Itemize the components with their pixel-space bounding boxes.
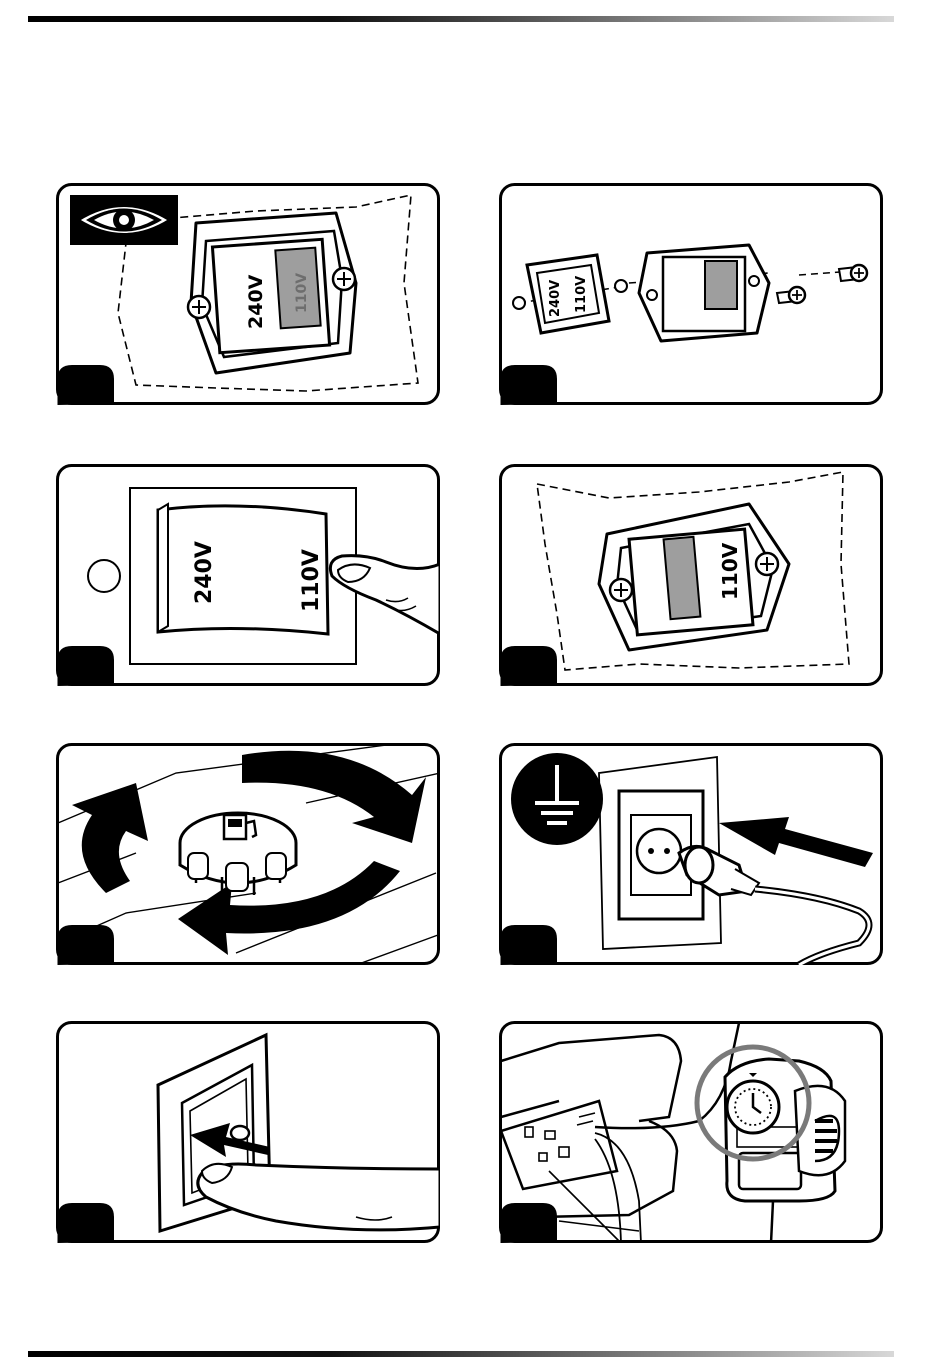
step-tab — [58, 1203, 115, 1243]
top-rule — [28, 16, 894, 22]
voltage-selector: 240V 110V — [158, 504, 328, 634]
panel-2-fuse-exploded: 240V 110V — [499, 183, 883, 405]
removed-fuse-carrier: 240V 110V — [527, 255, 609, 333]
label-110v: 110V — [299, 549, 324, 612]
step-tab — [501, 925, 558, 965]
label-110v: 110V — [574, 276, 589, 313]
panel-5-fuel-cap — [56, 743, 440, 965]
eye-icon — [70, 195, 178, 245]
step-tab — [501, 1203, 558, 1243]
bottom-rule — [28, 1351, 894, 1357]
label-240v: 240V — [245, 274, 267, 329]
step-tab — [58, 925, 115, 965]
fuse-housing — [639, 245, 769, 341]
label-110v-faded: 110V — [294, 273, 310, 313]
step-tab — [501, 365, 558, 405]
label-240v: 240V — [548, 280, 563, 317]
panel-7-press-switch — [56, 1021, 440, 1243]
panel-3-voltage-press: 240V 110V — [56, 464, 440, 686]
step-tab — [501, 646, 558, 686]
ground-symbol-icon — [511, 753, 603, 845]
label-110v: 110V — [718, 542, 742, 600]
label-240v: 240V — [192, 541, 217, 604]
panel-4-fuse-reinserted: 110V — [499, 464, 883, 686]
panel-6-grounded-socket — [499, 743, 883, 965]
socket — [637, 829, 681, 873]
panel-1-fuse-inspect: 240V 110V — [56, 183, 440, 405]
step-tab — [58, 646, 115, 686]
step-tab — [58, 365, 115, 405]
fuse-holder: 240V 110V — [191, 213, 356, 373]
panel-8-timer-plug — [499, 1021, 883, 1243]
